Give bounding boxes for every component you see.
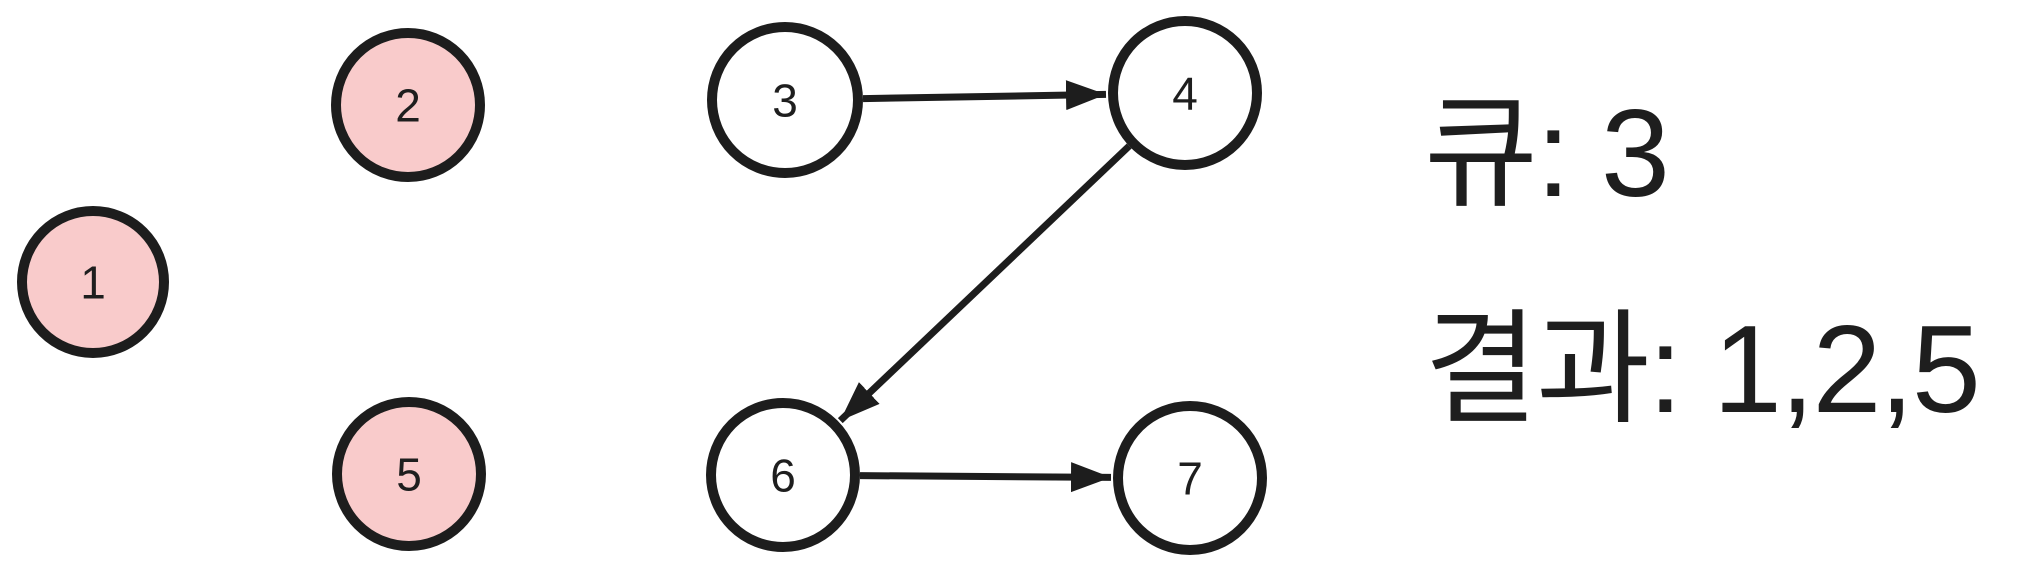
- nodes-layer: 1 2 3 4 5 6 7: [17, 16, 1267, 555]
- queue-status-text: 큐: 3: [1424, 85, 1670, 223]
- graph-node-1: 1: [17, 206, 169, 358]
- node-circle-5: [332, 397, 486, 551]
- node-label-7: 7: [1177, 453, 1203, 505]
- graph-node-7: 7: [1113, 401, 1267, 555]
- node-circle-1: [17, 206, 169, 358]
- node-circle-2: [331, 28, 485, 182]
- node-label-4: 4: [1172, 68, 1198, 120]
- graph-edge-4-6: [837, 143, 1132, 424]
- graph-node-5: 5: [332, 397, 486, 551]
- graph-edge-3-4: [862, 80, 1107, 111]
- node-circle-6: [706, 398, 860, 552]
- result-status-text: 결과: 1,2,5: [1424, 301, 1981, 439]
- graph-node-6: 6: [706, 398, 860, 552]
- node-label-2: 2: [395, 80, 421, 132]
- graph-edge-6-7: [859, 462, 1112, 493]
- node-label-3: 3: [772, 75, 798, 127]
- edges-layer: [837, 80, 1132, 493]
- node-circle-3: [707, 22, 863, 178]
- node-label-1: 1: [80, 257, 106, 309]
- node-circle-4: [1108, 16, 1262, 170]
- graph-node-4: 4: [1108, 16, 1262, 170]
- graph-node-2: 2: [331, 28, 485, 182]
- graph-node-3: 3: [707, 22, 863, 178]
- node-circle-7: [1113, 401, 1267, 555]
- node-label-6: 6: [770, 450, 796, 502]
- node-label-5: 5: [396, 449, 422, 501]
